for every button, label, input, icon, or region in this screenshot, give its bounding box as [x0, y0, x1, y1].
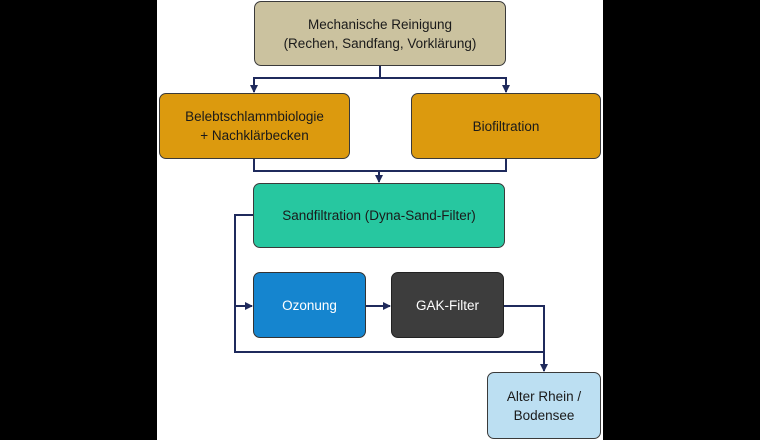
- connector-bypass-to-outflow: [234, 306, 548, 372]
- node-ozonation: Ozonung: [253, 272, 366, 338]
- node-gac-filter: GAK-Filter: [391, 272, 504, 338]
- node-mechanical-cleaning: Mechanische Reinigung (Rechen, Sandfang,…: [254, 1, 506, 66]
- connector-sand-to-ozon: [234, 214, 253, 310]
- connector-gak-to-outflow: [504, 305, 545, 352]
- node-mechanical-cleaning-label: Mechanische Reinigung (Rechen, Sandfang,…: [283, 16, 477, 51]
- node-activated-sludge: Belebtschlammbiologie + Nachklärbecken: [159, 93, 350, 159]
- node-biofiltration: Biofiltration: [411, 93, 601, 159]
- node-ozonation-label: Ozonung: [282, 297, 337, 313]
- node-sand-filtration: Sandfiltration (Dyna-Sand-Filter): [253, 183, 505, 248]
- node-outflow: Alter Rhein / Bodensee: [487, 372, 601, 439]
- connector-beleb-to-sand: [253, 159, 383, 183]
- connector-biof-to-sand: [379, 159, 507, 172]
- node-gac-filter-label: GAK-Filter: [415, 297, 479, 313]
- connector-mech-to-biof: [380, 77, 510, 93]
- node-outflow-label: Alter Rhein / Bodensee: [506, 388, 582, 423]
- node-biofiltration-label: Biofiltration: [472, 118, 540, 134]
- node-sand-filtration-label: Sandfiltration (Dyna-Sand-Filter): [282, 208, 476, 223]
- connector-mech-to-beleb: [250, 66, 381, 93]
- node-activated-sludge-label: Belebtschlammbiologie + Nachklärbecken: [185, 109, 324, 143]
